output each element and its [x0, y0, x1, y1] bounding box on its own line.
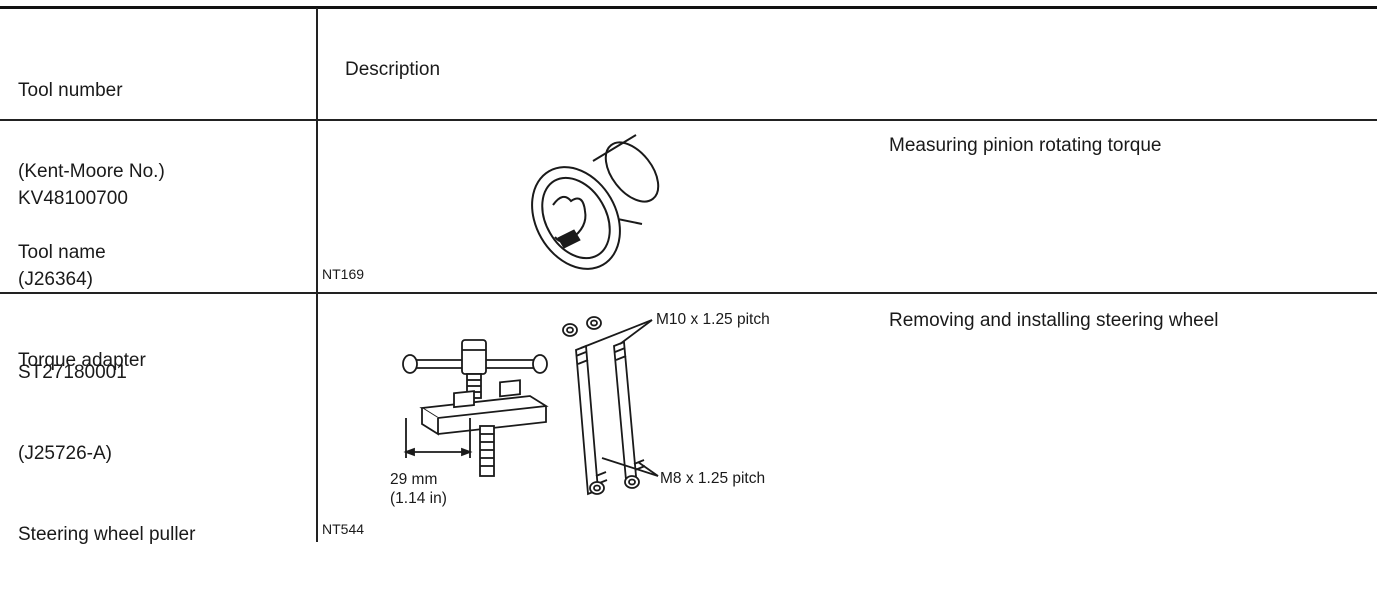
tool-description: Removing and installing steering wheel — [889, 310, 1219, 331]
table-row-tool-cell: KV48100700 (J26364) Torque adapter — [18, 131, 146, 428]
header-row-rule — [0, 119, 1377, 121]
column-divider — [316, 8, 318, 542]
table-top-rule — [0, 6, 1377, 9]
width-dimension-mm: 29 mm — [390, 471, 438, 488]
steering-wheel-puller-illustration — [402, 316, 659, 496]
figure-code: NT544 — [322, 521, 365, 537]
header-description-label: Description — [345, 59, 441, 80]
torque-adapter-illustration — [531, 134, 660, 270]
table-row-tool-cell: ST27180001 (J25726-A) Steering wheel pul… — [18, 305, 195, 602]
kent-moore-number: (J25726-A) — [18, 443, 112, 464]
tool-name: Steering wheel puller — [18, 524, 196, 545]
tool-number: ST27180001 — [18, 362, 127, 383]
figure-code: NT169 — [322, 266, 365, 282]
kent-moore-number: (J26364) — [18, 269, 93, 290]
header-kent-moore-label: (Kent-Moore No.) — [18, 161, 165, 182]
header-tool-name-label: Tool name — [18, 242, 106, 263]
special-tools-table: Tool number (Kent-Moore No.) Tool name D… — [0, 6, 1377, 545]
bolt-spec-bottom: M8 x 1.25 pitch — [660, 470, 766, 487]
tool-number: KV48100700 — [18, 188, 128, 209]
tool-description: Measuring pinion rotating torque — [889, 135, 1162, 156]
header-tool-cell: Tool number (Kent-Moore No.) Tool name — [18, 23, 165, 320]
bolt-spec-top: M10 x 1.25 pitch — [656, 311, 770, 328]
tool-name: Torque adapter — [18, 350, 146, 371]
header-tool-number-label: Tool number — [18, 80, 123, 101]
row-divider — [0, 292, 1377, 294]
width-dimension-in: (1.14 in) — [390, 490, 447, 507]
